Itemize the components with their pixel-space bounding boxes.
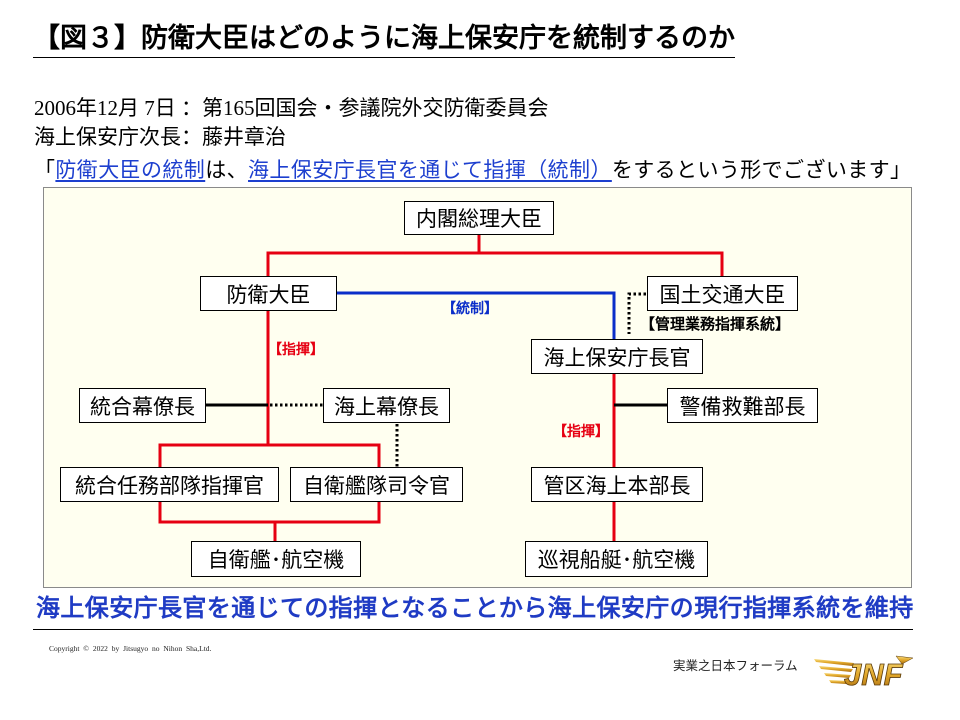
logo-wing-stroke [824,673,851,678]
node-fleet-commander: 自衛艦隊司令官 [290,467,463,502]
jnf-logo-icon: JNF [814,655,914,692]
footer-rule [33,629,913,630]
slide-title: 【図３】防衛大臣はどのように海上保安庁を統制するのか [33,23,735,53]
logo-lettering: JNF [844,657,904,692]
publisher-name: 実業之日本フォーラム [673,659,798,673]
label-command-right: 【指揮】 [553,423,609,439]
logo-wing-stroke [814,659,854,666]
node-guard-rescue-director: 警備救難部長 [667,388,818,423]
label-control: 【統制】 [442,300,498,316]
node-sdf-ships-aircraft: 自衛艦･航空機 [191,541,361,577]
node-prime-minister: 内閣総理大臣 [404,201,554,235]
node-jcg-commandant: 海上保安庁長官 [531,339,703,374]
source-quote: 「防衛大臣の統制は、海上保安庁長官を通じて指揮（統制）をするという形でございます… [34,157,911,183]
label-command-left: 【指揮】 [268,341,324,357]
quote-open: 「 [34,158,56,182]
logo-tail-wing [895,655,914,665]
quote-highlight-1: 防衛大臣の統制 [55,158,206,182]
conclusion-text: 海上保安庁長官を通じての指揮となることから海上保安庁の現行指揮系統を維持 [36,595,914,622]
node-defense-minister: 防衛大臣 [200,276,337,311]
logo-wing-stroke [829,680,848,684]
node-regional-hq-commander: 管区海上本部長 [531,467,703,502]
node-chief-maritime-staff: 海上幕僚長 [323,388,450,423]
node-mlit-minister: 国土交通大臣 [647,276,798,311]
node-jtf-commander: 統合任務部隊指揮官 [60,467,279,502]
dotted-line-mlit-admin [627,292,646,334]
source-speaker: 海上保安庁次長：藤井章治 [34,125,286,149]
node-patrol-ships-aircraft: 巡視船艇･航空機 [525,541,708,577]
title-underline [33,57,735,58]
label-admin-command: 【管理業務指揮系統】 [640,316,791,333]
logo-wing-stroke [819,666,853,672]
node-chief-joint-staff: 統合幕僚長 [79,388,206,423]
blue-line-control [336,291,616,340]
quote-highlight-2: 海上保安庁長官を通じて指揮（統制） [248,158,612,182]
quote-text-2: は、 [205,158,249,182]
copyright-text: Copyright © 2022 by Jitsugyo no Nihon Sh… [49,644,212,653]
source-date-line: 2006年12月 7日 ：第165回国会・参議院外交防衛委員会 [34,96,549,120]
quote-text-4: をするという形でございます」 [611,158,912,182]
